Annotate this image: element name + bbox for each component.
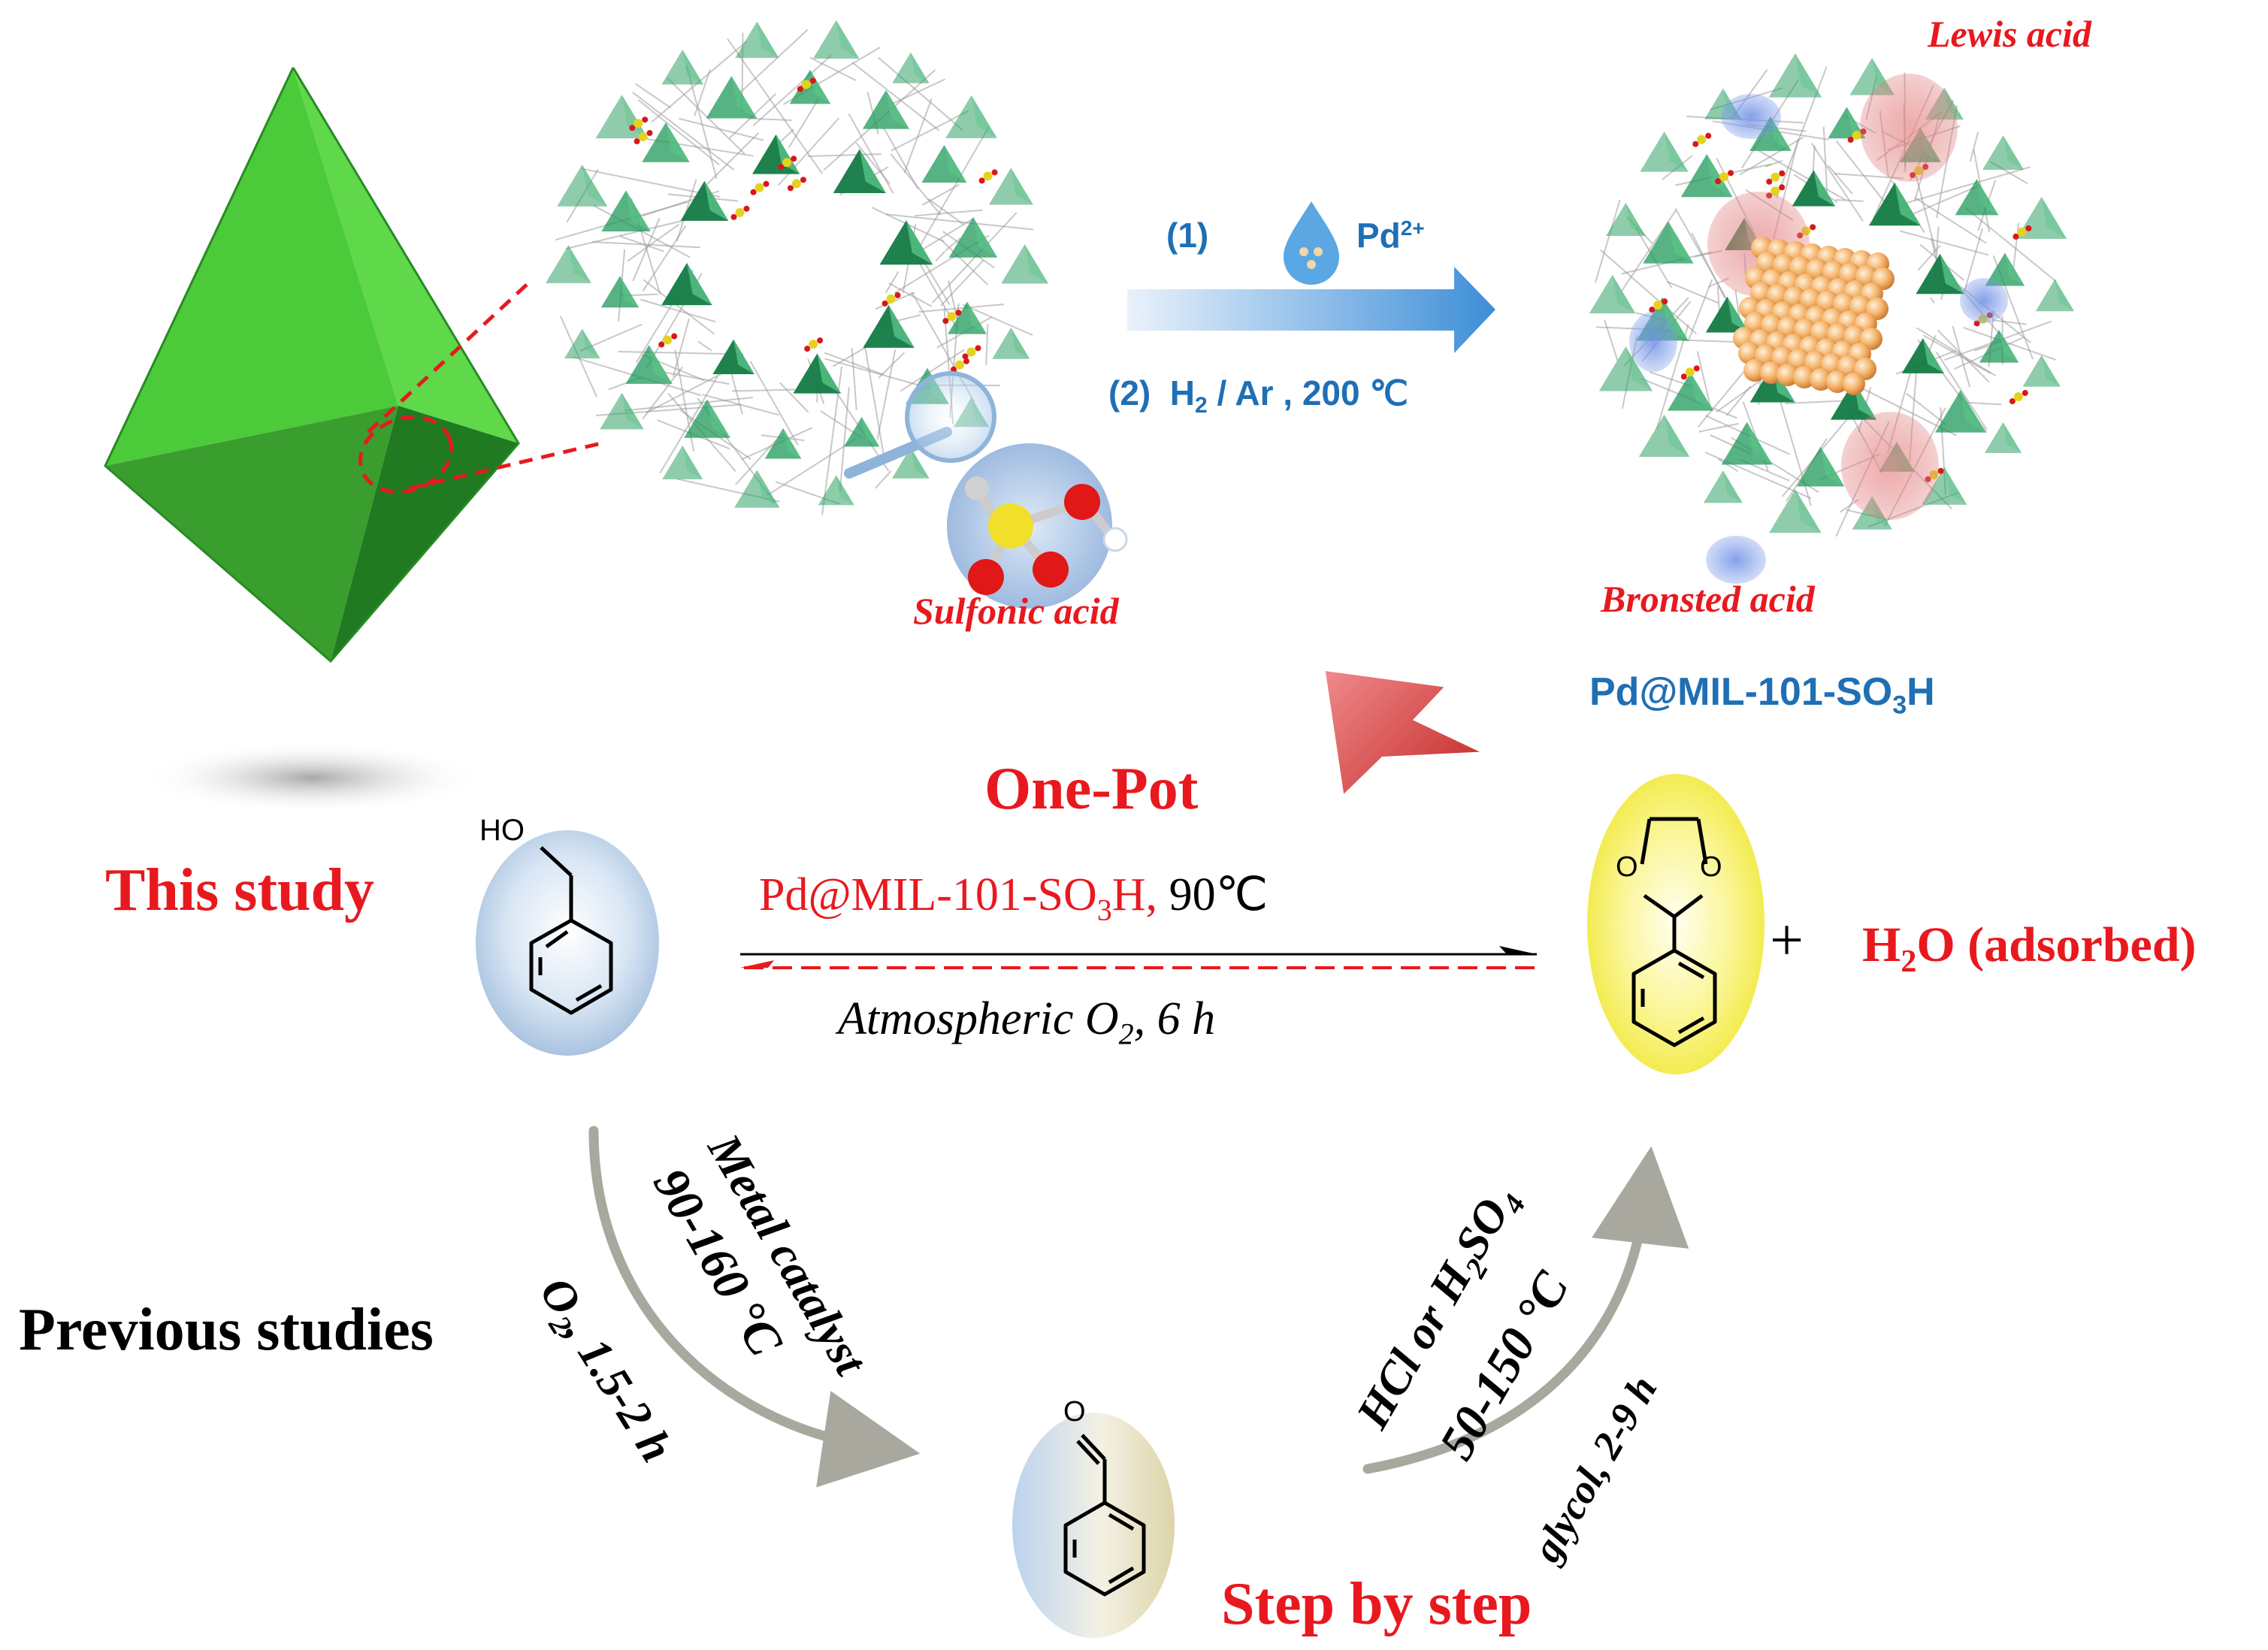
- this-study-label: This study: [105, 857, 374, 923]
- benzaldehyde-ethylene-acetal-structure: [1587, 774, 1765, 1074]
- acetal-oxygen-left: O: [1616, 851, 1638, 883]
- sulfonic-acid-label: Sulfonic acid: [913, 590, 1119, 632]
- one-pot-conditions: Pd@MIL-101-SO3H, 90℃: [759, 869, 1269, 927]
- step1-label: (1): [1166, 216, 1209, 255]
- magnifier-icon: [844, 371, 996, 479]
- zoom-indicator: [358, 280, 602, 494]
- previous-studies-label: Previous studies: [19, 1297, 434, 1363]
- step-by-step-label: Step by step: [1221, 1571, 1532, 1637]
- pd-ion-label: Pd2+: [1356, 216, 1425, 255]
- aldehyde-oxygen-label: O: [1063, 1396, 1086, 1428]
- water-drop-icon: [1284, 201, 1339, 285]
- reaction-equilibrium-arrows: [740, 946, 1541, 969]
- downward-red-arrow: [1325, 671, 1480, 794]
- previous-route-arrows: [588, 1126, 1689, 1488]
- octahedron-crystal: [104, 67, 520, 663]
- mof-cage-left: [546, 20, 1049, 515]
- pd-nanoparticle-cluster: [1733, 237, 1895, 395]
- catalyst-name-label: Pd@MIL-101-SO3H: [1589, 670, 1935, 720]
- benzyl-alcohol-structure: [476, 830, 659, 1056]
- hydroxyl-label: HO: [479, 814, 525, 847]
- water-byproduct-label: H2O (adsorbed): [1862, 917, 2197, 980]
- step2-label: (2) H2 / Ar , 200 ℃: [1108, 373, 1409, 419]
- octahedron-shadow: [143, 742, 481, 814]
- bronsted-acid-label: Bronsted acid: [1601, 578, 1815, 620]
- acetal-oxygen-right: O: [1700, 851, 1722, 883]
- plus-sign: +: [1770, 908, 1804, 974]
- synthesis-arrow: [1127, 267, 1495, 353]
- benzaldehyde-structure: [1012, 1413, 1175, 1638]
- one-pot-atmosphere: Atmospheric O2, 6 h: [838, 993, 1216, 1051]
- sulfonic-acid-bubble: [947, 443, 1128, 609]
- lewis-acid-label: Lewis acid: [1928, 13, 2092, 55]
- one-pot-title: One-Pot: [984, 756, 1199, 822]
